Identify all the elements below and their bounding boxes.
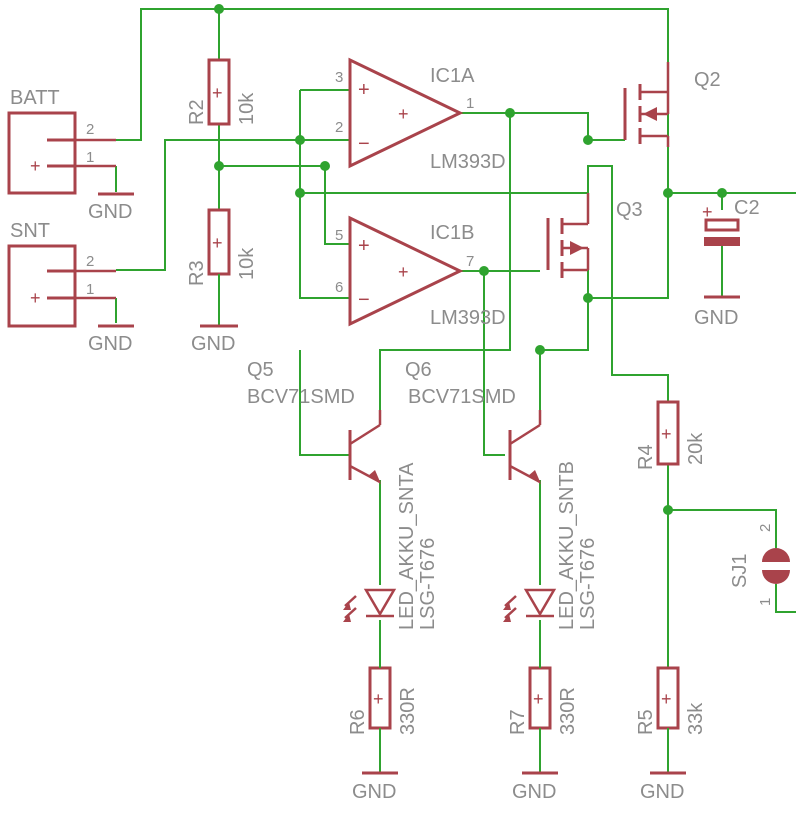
opamp-ic1b: + − + 5 6 7 IC1B LM393D bbox=[335, 215, 506, 329]
svg-text:+: + bbox=[373, 689, 384, 709]
svg-text:R4: R4 bbox=[635, 444, 657, 470]
svg-text:2: 2 bbox=[757, 524, 774, 532]
led-part: LSG-T676 bbox=[417, 538, 439, 630]
svg-text:10k: 10k bbox=[236, 247, 258, 280]
svg-text:+: + bbox=[702, 202, 713, 222]
svg-text:1: 1 bbox=[466, 95, 474, 112]
gnd-label: GND bbox=[88, 201, 132, 223]
gnd-label: GND bbox=[512, 781, 556, 803]
svg-text:6: 6 bbox=[335, 279, 343, 296]
transistor-label: Q6 bbox=[405, 359, 432, 381]
junction bbox=[583, 135, 593, 145]
svg-text:−: − bbox=[358, 289, 370, 311]
svg-text:33k: 33k bbox=[685, 702, 707, 735]
junction bbox=[214, 161, 224, 171]
svg-text:R3: R3 bbox=[186, 260, 208, 286]
transistor-q5: Q5 BCV71SMD bbox=[247, 359, 382, 484]
transistor-part: BCV71SMD bbox=[247, 386, 355, 408]
gnd-label: GND bbox=[694, 307, 738, 329]
transistor-q6: Q6 BCV71SMD bbox=[405, 359, 542, 484]
junction bbox=[535, 345, 545, 355]
led-a: LED_AKKU_SNTA LSG-T676 bbox=[343, 462, 439, 630]
svg-text:+: + bbox=[30, 288, 41, 308]
connector-label: SNT bbox=[10, 220, 50, 242]
resistor-r6: + R6 330R GND bbox=[347, 666, 419, 803]
junction bbox=[295, 188, 305, 198]
opamp-part: LM393D bbox=[430, 151, 506, 173]
svg-text:+: + bbox=[358, 235, 370, 257]
svg-text:R5: R5 bbox=[635, 709, 657, 735]
svg-text:2: 2 bbox=[335, 119, 343, 136]
gnd-label: GND bbox=[640, 781, 684, 803]
mosfet-label: Q2 bbox=[694, 69, 721, 91]
junction bbox=[505, 108, 515, 118]
resistor-r2: + R2 10k bbox=[186, 58, 258, 126]
junction bbox=[663, 188, 673, 198]
capacitor-c2: + C2 GND bbox=[694, 197, 760, 329]
mosfet-label: Q3 bbox=[616, 199, 643, 221]
svg-text:10k: 10k bbox=[236, 92, 258, 125]
gnd-label: GND bbox=[88, 333, 132, 355]
svg-text:3: 3 bbox=[335, 69, 343, 86]
led-b: LED_AKKU_SNTB LSG-T676 bbox=[503, 461, 599, 630]
svg-text:+: + bbox=[398, 262, 409, 282]
connector-batt: + BATT 2 1 GND bbox=[7, 87, 134, 223]
svg-text:2: 2 bbox=[86, 253, 94, 270]
svg-text:+: + bbox=[661, 689, 672, 709]
connector-label: BATT bbox=[10, 87, 60, 109]
capacitor-label: C2 bbox=[734, 197, 760, 219]
mosfet-q3: Q3 bbox=[546, 193, 643, 278]
junction bbox=[320, 161, 330, 171]
svg-text:+: + bbox=[212, 233, 223, 253]
junctions bbox=[214, 4, 727, 515]
resistor-r4: + R4 20k bbox=[635, 400, 707, 470]
svg-text:1: 1 bbox=[86, 149, 94, 166]
led-label: LED_AKKU_SNTA bbox=[396, 462, 418, 630]
junction bbox=[479, 266, 489, 276]
junction bbox=[295, 135, 305, 145]
resistor-r5: + R5 33k GND bbox=[635, 666, 707, 803]
svg-text:+: + bbox=[398, 104, 409, 124]
svg-text:+: + bbox=[358, 79, 370, 101]
svg-text:+: + bbox=[533, 689, 544, 709]
mosfet-q2: Q2 bbox=[623, 62, 721, 147]
svg-text:+: + bbox=[30, 156, 41, 176]
junction bbox=[663, 505, 673, 515]
gnd-label: GND bbox=[191, 333, 235, 355]
svg-text:330R: 330R bbox=[557, 687, 579, 735]
transistor-label: Q5 bbox=[247, 359, 274, 381]
led-part: LSG-T676 bbox=[577, 538, 599, 630]
solder-jumper-sj1: SJ1 2 1 bbox=[729, 524, 790, 606]
svg-text:R7: R7 bbox=[507, 709, 529, 735]
svg-text:R6: R6 bbox=[347, 709, 369, 735]
opamp-ic1a: + − + 3 2 1 IC1A LM393D bbox=[335, 57, 506, 173]
svg-text:+: + bbox=[661, 424, 672, 444]
gnd-label: GND bbox=[352, 781, 396, 803]
svg-text:1: 1 bbox=[757, 598, 774, 606]
svg-text:7: 7 bbox=[466, 253, 474, 270]
junction bbox=[717, 188, 727, 198]
resistor-r3: + R3 10k GND bbox=[186, 208, 258, 355]
svg-text:+: + bbox=[212, 83, 223, 103]
opamp-label: IC1A bbox=[430, 65, 475, 87]
jumper-label: SJ1 bbox=[729, 554, 751, 588]
connector-snt: + SNT 2 1 GND bbox=[7, 220, 134, 355]
svg-text:2: 2 bbox=[86, 121, 94, 138]
junction bbox=[214, 4, 224, 14]
svg-text:1: 1 bbox=[86, 281, 94, 298]
junction bbox=[583, 293, 593, 303]
led-label: LED_AKKU_SNTB bbox=[556, 461, 578, 630]
svg-text:330R: 330R bbox=[397, 687, 419, 735]
svg-text:−: − bbox=[358, 133, 370, 155]
opamp-part: LM393D bbox=[430, 307, 506, 329]
transistor-part: BCV71SMD bbox=[408, 386, 516, 408]
resistor-r7: + R7 330R GND bbox=[507, 666, 579, 803]
svg-text:R2: R2 bbox=[186, 99, 208, 125]
opamp-label: IC1B bbox=[430, 222, 474, 244]
svg-text:20k: 20k bbox=[685, 432, 707, 465]
svg-text:5: 5 bbox=[335, 227, 343, 244]
